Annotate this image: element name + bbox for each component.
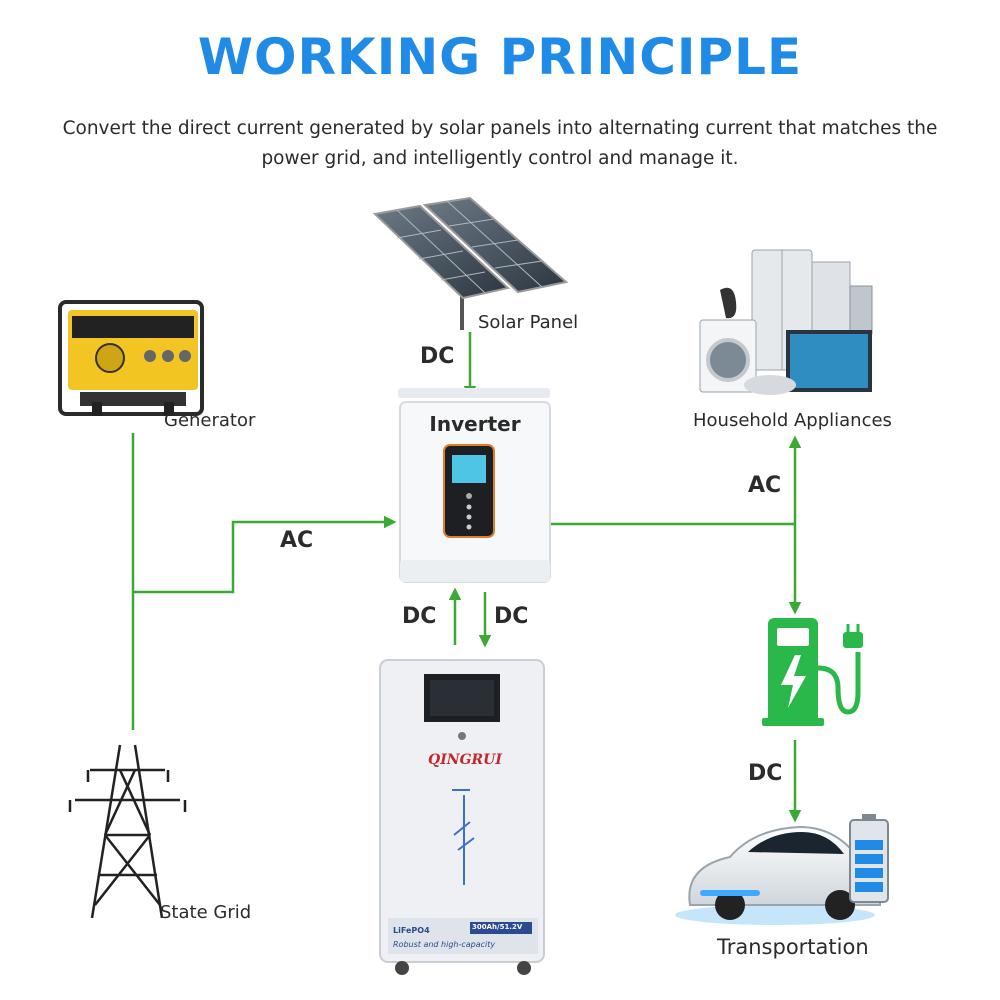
page-title: WORKING PRINCIPLE — [197, 28, 803, 86]
battery-cabinet-icon — [379, 659, 545, 975]
household-appliances-icon — [699, 249, 873, 395]
flow-label-solar-dc: DC — [420, 344, 455, 369]
state-grid-label: State Grid — [160, 902, 252, 923]
inverter-label: Inverter — [429, 412, 521, 436]
battery-type-label: LiFePO4 — [393, 926, 430, 935]
flow-label-battery-dc-up: DC — [402, 604, 437, 629]
inverter-icon — [398, 388, 551, 583]
battery-brand-label: QINGRUI — [428, 752, 502, 768]
transportation-icon — [675, 814, 889, 925]
state-grid-icon — [68, 744, 187, 919]
battery-spec-label: 300Ah/51.2V — [472, 923, 523, 931]
page-subtitle: Convert the direct current generated by … — [62, 118, 938, 169]
flow-label-generator-ac: AC — [280, 528, 314, 553]
ev-charger-icon — [762, 618, 863, 726]
generator-icon — [58, 300, 204, 416]
solar-panel-icon — [372, 196, 569, 330]
battery-caption-label: Robust and high-capacity — [393, 940, 496, 949]
transportation-label: Transportation — [717, 935, 869, 959]
arrow-trunk-to-inverter — [133, 515, 397, 594]
household-appliances-label: Household Appliances — [693, 410, 892, 431]
connector-lines — [131, 332, 802, 823]
flow-label-vehicle-dc: DC — [748, 761, 783, 786]
solar-panel-label: Solar Panel — [478, 312, 579, 333]
flow-label-battery-dc-down: DC — [494, 604, 529, 629]
flow-label-household-ac: AC — [748, 473, 782, 498]
generator-label: Generator — [164, 410, 256, 431]
